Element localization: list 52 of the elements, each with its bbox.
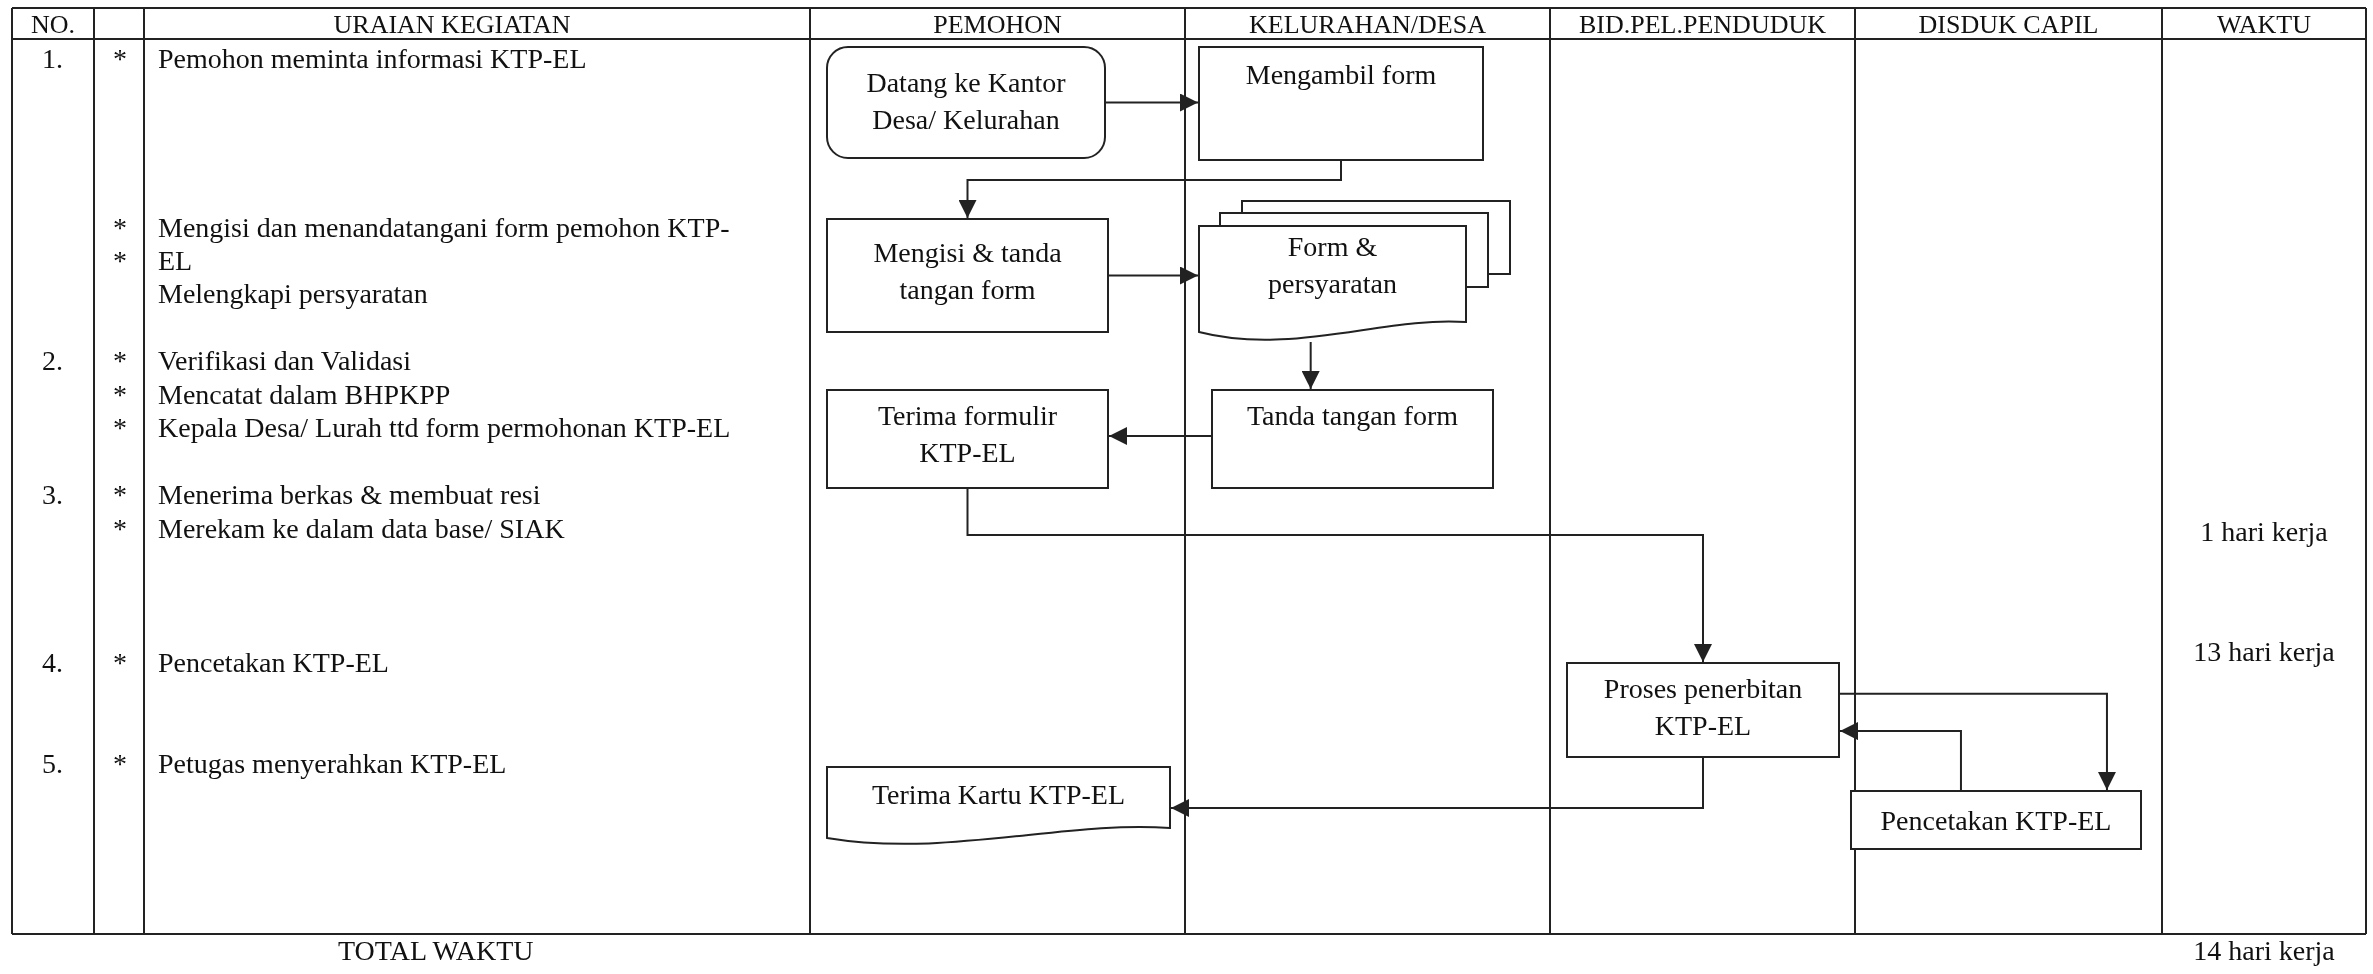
activity-text: Kepala Desa/ Lurah ttd form permohonan KTP-EL [158, 411, 731, 444]
process-box: Mengambil form [1198, 46, 1484, 161]
arrow [1108, 427, 1212, 445]
arrow [1108, 266, 1199, 285]
column-header: DISDUK CAPIL [1918, 10, 2099, 40]
process-box: Proses penerbitan KTP-EL [1566, 662, 1840, 758]
duration-text: 13 hari kerja [2193, 635, 2335, 668]
column-header: WAKTU [2217, 10, 2311, 40]
arrow [966, 488, 1712, 663]
activity-text: Menerima berkas & membuat resi [158, 478, 541, 511]
arrow [1170, 757, 1704, 817]
bullet-mark: * [113, 244, 127, 277]
bullet-mark: * [113, 344, 127, 377]
column-header: BID.PEL.PENDUDUK [1579, 10, 1826, 40]
row-number: 2. [42, 344, 63, 377]
column-header: KELURAHAN/DESA [1249, 10, 1486, 40]
bullet-mark: * [113, 411, 127, 444]
bullet-mark: * [113, 42, 127, 75]
row-number: 4. [42, 646, 63, 679]
bullet-mark: * [113, 378, 127, 411]
row-number: 1. [42, 42, 63, 75]
duration-text: 14 hari kerja [2193, 934, 2335, 967]
column-header: NO. [30, 10, 76, 40]
process-box: Terima formulir KTP-EL [826, 389, 1109, 489]
activity-text: Melengkapi persyaratan [158, 277, 428, 310]
row-number: 3. [42, 478, 63, 511]
activity-text: Mengisi dan menandatangani form pemohon KTP-EL [158, 211, 731, 277]
terminal-box: Datang ke Kantor Desa/ Kelurahan [826, 46, 1106, 159]
activity-text: Verifikasi dan Validasi [158, 344, 411, 377]
arrow [1105, 93, 1199, 112]
arrow [1301, 341, 1320, 390]
activity-text: Mencatat dalam BHPKPP [158, 378, 451, 411]
bullet-mark: * [113, 512, 127, 545]
column-header: PEMOHON [933, 10, 1062, 40]
activity-text: Pemohon meminta informasi KTP-EL [158, 42, 587, 75]
row-number: 5. [42, 747, 63, 780]
process-box: Mengisi & tanda tangan form [826, 218, 1109, 333]
activity-text: Merekam ke dalam data base/ SIAK [158, 512, 565, 545]
process-box: Tanda tangan form [1211, 389, 1494, 489]
bullet-mark: * [113, 646, 127, 679]
total-label: TOTAL WAKTU [338, 934, 534, 967]
process-box: Pencetakan KTP-EL [1850, 790, 2142, 850]
column-header: URAIAN KEGIATAN [333, 10, 571, 40]
duration-text: 1 hari kerja [2200, 515, 2328, 548]
bullet-mark: * [113, 747, 127, 780]
arrow [1839, 692, 2116, 791]
activity-text: Pencetakan KTP-EL [158, 646, 389, 679]
arrow [958, 160, 1342, 219]
arrow [1839, 722, 1962, 791]
activity-text: Petugas menyerahkan KTP-EL [158, 747, 507, 780]
bullet-mark: * [113, 211, 127, 244]
bullet-mark: * [113, 478, 127, 511]
